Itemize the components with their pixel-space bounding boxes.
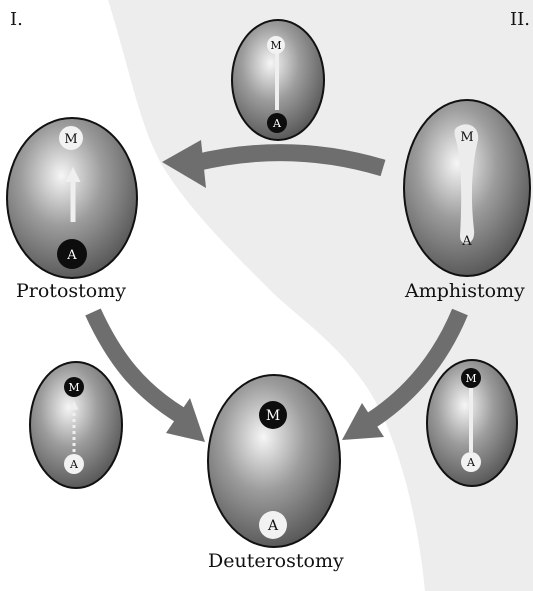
embryo-protostomy: M A	[7, 118, 137, 278]
embryo-top: M A	[232, 20, 324, 140]
embryo-left-small: M A	[30, 362, 122, 488]
corner-label-II: II.	[510, 9, 530, 30]
anus-label: A	[466, 456, 476, 469]
mouth-label: M	[270, 39, 281, 52]
embryo-deuterostomy: M A	[208, 375, 340, 547]
anus-label: A	[66, 248, 77, 263]
corner-label-I: I.	[10, 9, 23, 30]
mouth-label: M	[64, 132, 77, 147]
mouth-label: M	[460, 130, 473, 145]
anus-label: A	[461, 234, 472, 249]
embryo-right-small: M A	[427, 360, 517, 486]
anus-label: A	[69, 458, 79, 471]
mouth-label: M	[465, 372, 476, 385]
mouth-label: M	[68, 381, 79, 394]
mouth-label: M	[266, 408, 280, 424]
anus-label: A	[272, 117, 282, 130]
anus-label: A	[267, 518, 279, 534]
protostomy-label: Protostomy	[16, 280, 126, 302]
amphistomy-label: Amphistomy	[405, 280, 525, 302]
deuterostomy-label: Deuterostomy	[208, 550, 344, 572]
embryo-amphistomy: M A	[404, 100, 530, 276]
